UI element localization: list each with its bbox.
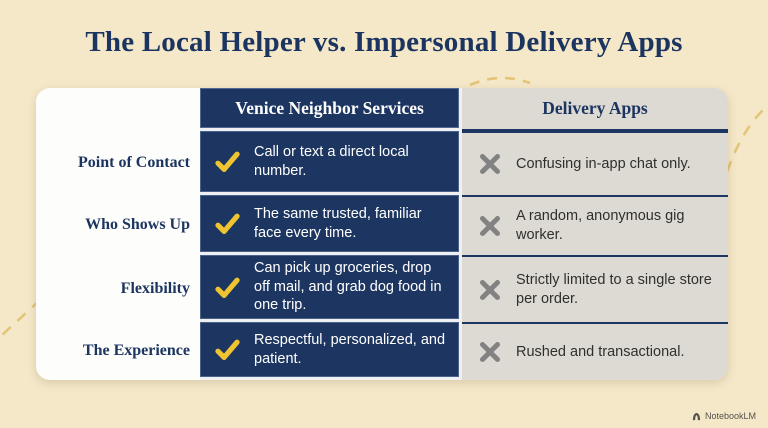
x-icon [478,214,502,238]
row-label-the-experience: The Experience [36,322,200,380]
check-icon [214,148,241,175]
check-icon [214,274,241,301]
dash-right [725,103,768,173]
column-header-delivery-apps: Delivery Apps [462,88,728,131]
pro-cell-text: Can pick up groceries, drop off mail, an… [254,260,442,314]
con-cell-text: Confusing in-app chat only. [516,155,691,172]
table-row: Confusing in-app chat only. [462,131,728,195]
column-header-venice-neighbor-services: Venice Neighbor Services [200,88,462,131]
table-row: The same trusted, familiar face every ti… [200,195,462,255]
pro-cell-text: Respectful, personalized, and patient. [254,331,446,367]
table-row: Call or text a direct local number. [200,131,462,195]
table-row: Respectful, personalized, and patient. [200,322,462,380]
check-icon [214,336,241,363]
check-icon [214,210,241,237]
con-cell-text: Strictly limited to a single store per o… [516,271,712,307]
row-label-point-of-contact: Point of Contact [36,131,200,195]
page-title: The Local Helper vs. Impersonal Delivery… [85,26,683,58]
x-icon [478,340,502,364]
table-row: Rushed and transactional. [462,322,728,380]
dash-top-arc [469,76,531,87]
x-icon [478,152,502,176]
table-row: Can pick up groceries, drop off mail, an… [200,255,462,322]
header-spacer-cell [36,88,200,131]
row-label-flexibility: Flexibility [36,255,200,322]
footer-brand-label: NotebookLM [704,411,756,421]
x-icon [478,278,502,302]
table-row: Strictly limited to a single store per o… [462,255,728,322]
row-label-who-shows-up: Who Shows Up [36,195,200,255]
pro-cell-text: The same trusted, familiar face every ti… [254,205,422,241]
table-row: A random, anonymous gig worker. [462,195,728,255]
con-cell-text: A random, anonymous gig worker. [516,208,685,243]
notebooklm-logo-icon [692,412,701,421]
con-cell-text: Rushed and transactional. [516,343,685,360]
comparison-table: Venice Neighbor Services Delivery Apps P… [36,88,728,380]
pro-cell-text: Call or text a direct local number. [254,143,409,179]
footer-brand: NotebookLM [692,411,756,421]
